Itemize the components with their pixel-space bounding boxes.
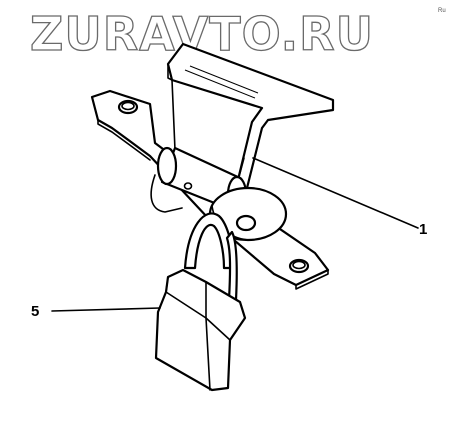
- watermark-small-text: Ru: [438, 8, 446, 14]
- lock-washer: [208, 186, 288, 242]
- watermark-text: ZURAVTO.RU: [30, 7, 374, 61]
- callout-label-1: 1: [419, 221, 427, 238]
- leader-line-5: [51, 307, 161, 312]
- padlock-part-5: [154, 212, 247, 392]
- leader-line-1: [252, 157, 419, 229]
- callout-label-5: 5: [31, 303, 39, 320]
